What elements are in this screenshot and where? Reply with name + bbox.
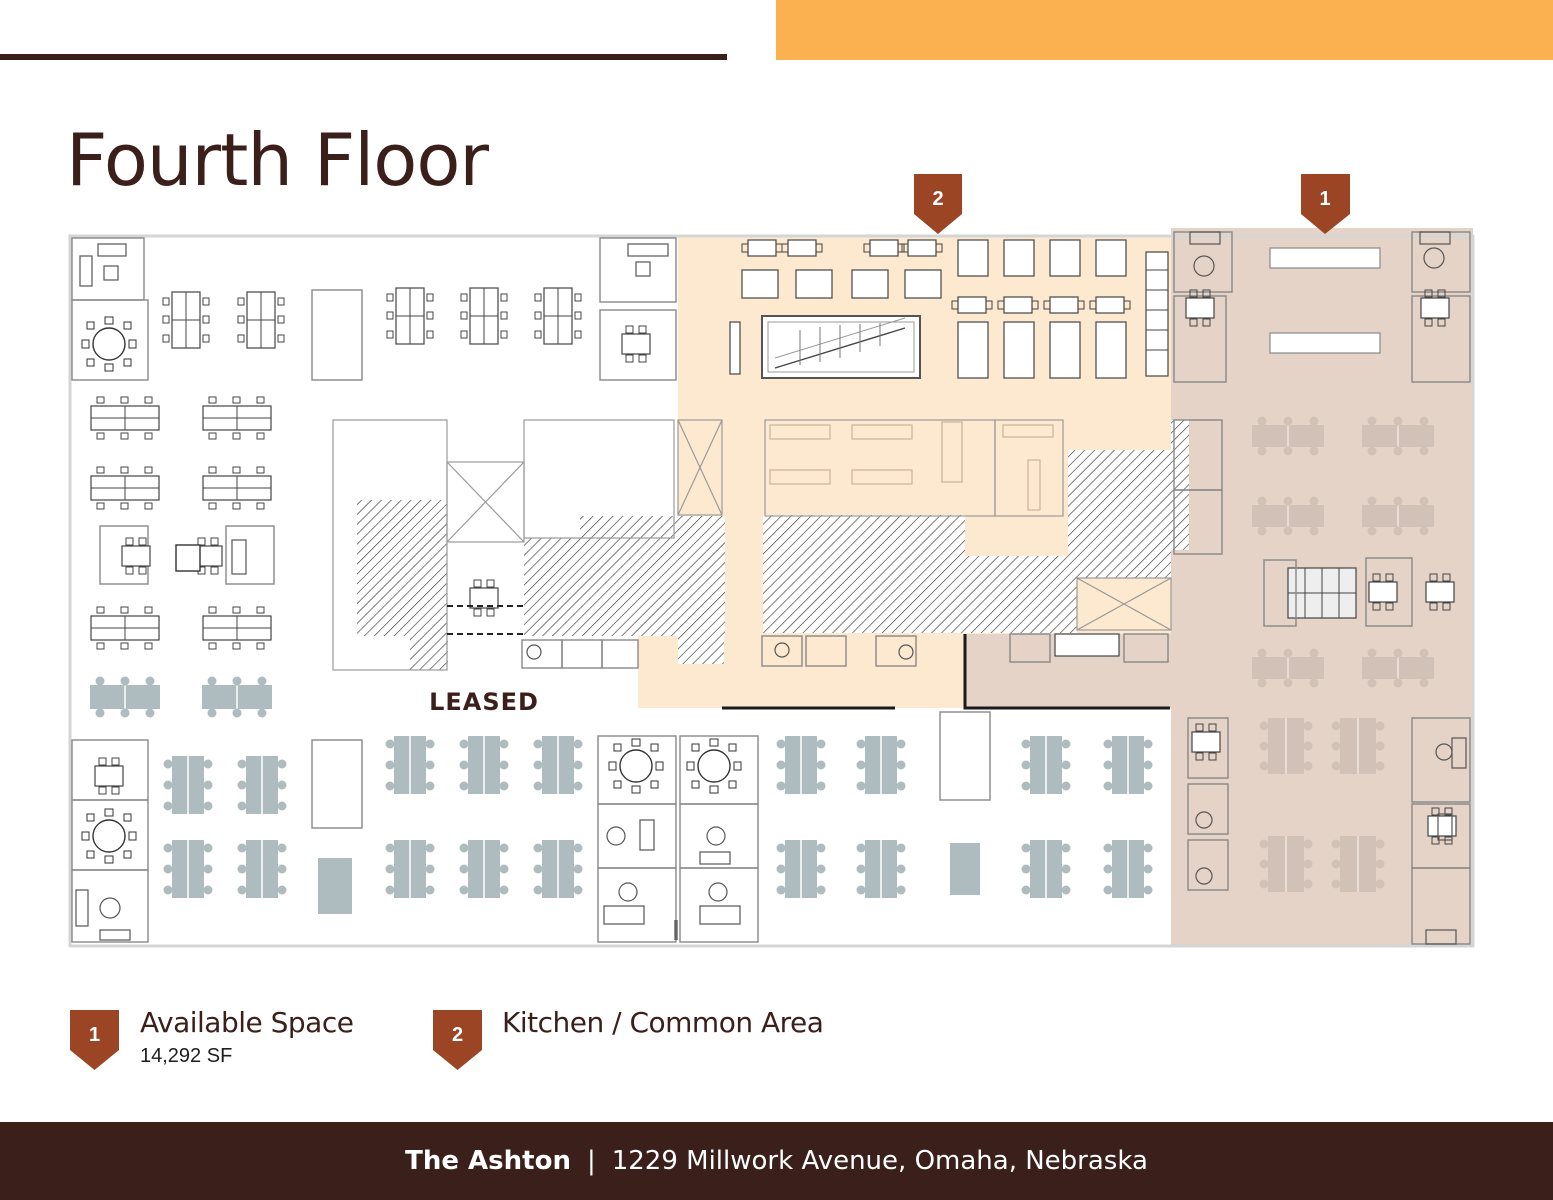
common-area-furniture xyxy=(729,239,1169,511)
legend-number-1: 1 xyxy=(89,1024,100,1046)
top-rule xyxy=(0,54,727,60)
floor-plan: 2 1 LEASED xyxy=(68,174,1475,948)
offices xyxy=(71,231,1471,945)
marker-1: 1 xyxy=(1301,174,1350,234)
footer: The Ashton | 1229 Millwork Avenue, Omaha… xyxy=(0,1122,1553,1200)
leased-label: LEASED xyxy=(429,688,539,716)
page-title: Fourth Floor xyxy=(66,118,489,202)
building-name: The Ashton xyxy=(405,1146,571,1176)
building-address: 1229 Millwork Avenue, Omaha, Nebraska xyxy=(611,1146,1148,1176)
legend-badge-1: 1 xyxy=(70,1010,119,1070)
legend-badge-2: 2 xyxy=(433,1010,482,1070)
marker-2: 2 xyxy=(914,174,962,234)
stair xyxy=(761,315,921,379)
building-outline xyxy=(68,234,1475,948)
legend-sub-area: 14,292 SF xyxy=(140,1045,233,1067)
building-core xyxy=(357,420,1189,670)
marker-1-number: 1 xyxy=(1319,188,1330,210)
top-accent-bar xyxy=(776,0,1553,60)
legend-label-kitchen: Kitchen / Common Area xyxy=(502,1006,824,1039)
marker-2-number: 2 xyxy=(932,188,943,210)
legend-label-available: Available Space xyxy=(140,1006,354,1039)
legend-number-2: 2 xyxy=(452,1024,463,1046)
workstations xyxy=(89,247,1435,914)
footer-separator: | xyxy=(586,1146,596,1176)
